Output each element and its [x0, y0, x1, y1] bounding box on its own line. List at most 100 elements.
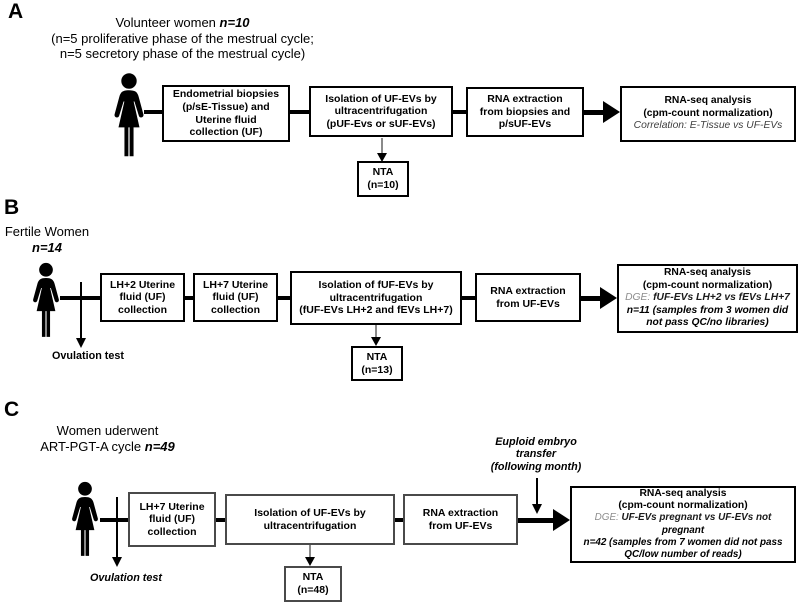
- dge-label: DGE:: [625, 292, 651, 304]
- rna-seq-box-a: RNA-seq analysis (cpm-count normalizatio…: [620, 86, 796, 142]
- box-line: fluid (UF): [148, 513, 196, 526]
- note-line: Euploid embryo: [495, 436, 577, 448]
- connector-line: [100, 518, 128, 522]
- lh7-collection-box-b: LH+7 Uterine fluid (UF) collection: [193, 273, 278, 322]
- endometrial-biopsies-box: Endometrial biopsies (p/sE-Tissue) and U…: [162, 85, 290, 142]
- box-line: collection (UF): [189, 126, 263, 139]
- down-arrow-to-nta-a: [376, 138, 388, 162]
- box-line: LH+7 Uterine: [202, 278, 269, 291]
- ovulation-test-label-c: Ovulation test: [90, 572, 162, 584]
- box-line: p/sUF-EVs: [498, 118, 552, 131]
- box-line: collection: [210, 303, 260, 316]
- sample-note: n=42 (samples from 7 women did not pass: [583, 536, 783, 548]
- box-line: RNA-seq analysis: [639, 487, 727, 499]
- box-line: Endometrial biopsies: [172, 88, 280, 101]
- fuf-ev-isolation-box-b: Isolation of fUF-EVs by ultracentrifugat…: [290, 271, 462, 325]
- panel-a-header-line2: (n=5 proliferative phase of the mestrual…: [51, 30, 314, 46]
- box-line: (n=13): [361, 363, 393, 376]
- box-line: ultracentrifugation: [263, 519, 357, 532]
- panel-c-cohort-line1: Women uderwent: [56, 423, 159, 438]
- box-line: from UF-EVs: [496, 297, 560, 310]
- box-line: (pUF-Evs or sUF-EVs): [326, 117, 436, 130]
- dge-label: DGE:: [594, 512, 619, 524]
- box-line: (fUF-EVs LH+2 and fEVs LH+7): [299, 304, 453, 317]
- panel-a-cohort: Volunteer women: [115, 15, 220, 30]
- panel-c-cohort-line2: ART-PGT-A cycle n=49: [25, 439, 190, 455]
- panel-b-header: Fertile Women n=14: [2, 224, 92, 255]
- woman-icon: [108, 72, 150, 160]
- dge-comparison: fUF-EVs LH+2 vs fEVs LH+7: [650, 292, 790, 304]
- euploid-transfer-arrow: [531, 478, 543, 514]
- uf-ev-isolation-box-a: Isolation of UF-EVs by ultracentrifugati…: [309, 86, 453, 137]
- box-line: (n=48): [297, 584, 329, 596]
- box-line: NTA: [302, 571, 324, 584]
- rna-extraction-box-b: RNA extraction from UF-EVs: [475, 273, 581, 322]
- box-line: RNA-seq analysis: [664, 95, 752, 107]
- sample-note: QC/low number of reads): [624, 548, 742, 560]
- box-line: (cpm-count normalization): [642, 279, 773, 291]
- ovulation-test-arrow-b: [75, 282, 87, 348]
- panel-a-header-line3: n=5 secretory phase of the mestrual cycl…: [59, 46, 306, 61]
- box-line: from biopsies and: [479, 105, 571, 118]
- dge-note: DGE: fUF-EVs LH+2 vs fEVs LH+7: [625, 292, 790, 305]
- box-line: fluid (UF): [212, 291, 259, 304]
- box-line: (p/sE-Tissue) and: [182, 100, 270, 113]
- connector-line: [395, 518, 403, 522]
- woman-icon: [66, 481, 104, 559]
- box-line: RNA extraction: [487, 93, 563, 106]
- box-line: (cpm-count normalization): [643, 107, 773, 119]
- box-line: from UF-EVs: [428, 519, 493, 532]
- box-line: ultracentrifugation: [329, 291, 423, 304]
- nta-box-c: NTA (n=48): [284, 566, 342, 602]
- box-line: RNA extraction: [422, 506, 499, 519]
- lh7-collection-box-c: LH+7 Uterine fluid (UF) collection: [128, 492, 216, 547]
- panel-c-header: Women uderwent ART-PGT-A cycle n=49: [25, 423, 190, 454]
- box-line: RNA extraction: [490, 284, 566, 297]
- sample-note: n=11 (samples from 3 women did: [626, 304, 789, 316]
- correlation-note: Correlation: E-Tissue vs UF-EVs: [633, 120, 783, 132]
- panel-a-label: A: [8, 0, 24, 23]
- nta-box-a: NTA (n=10): [357, 161, 409, 197]
- box-line: (n=10): [367, 179, 399, 191]
- thick-right-arrow-b: [581, 286, 617, 310]
- box-line: Isolation of UF-EVs by: [254, 506, 366, 519]
- note-line: (following month): [490, 460, 582, 473]
- box-line: (cpm-count normalization): [618, 500, 748, 512]
- dge-note: DGE: UF-EVs pregnant vs UF-EVs not: [595, 512, 772, 524]
- rna-seq-box-b: RNA-seq analysis (cpm-count normalizatio…: [617, 264, 798, 333]
- panel-a-n: n=10: [219, 15, 250, 30]
- connector-line: [453, 110, 467, 114]
- box-line: Uterine fluid: [195, 113, 257, 126]
- rna-extraction-box-a: RNA extraction from biopsies and p/sUF-E…: [466, 87, 584, 137]
- box-line: Isolation of fUF-EVs by: [318, 279, 434, 292]
- box-line: LH+7 Uterine: [139, 500, 205, 513]
- box-line: RNA-seq analysis: [664, 267, 751, 279]
- lh2-collection-box: LH+2 Uterine fluid (UF) collection: [100, 273, 185, 322]
- box-line: LH+2 Uterine: [109, 278, 176, 291]
- connector-line: [462, 296, 475, 300]
- panel-c-n: n=49: [144, 438, 175, 454]
- sample-note: not pass QC/no libraries): [646, 317, 769, 329]
- uf-ev-isolation-box-c: Isolation of UF-EVs by ultracentrifugati…: [225, 494, 395, 545]
- box-line: Isolation of UF-EVs by: [325, 92, 437, 105]
- connector-line: [185, 296, 193, 300]
- connector-line: [290, 110, 310, 114]
- rna-seq-box-c: RNA-seq analysis (cpm-count normalizatio…: [570, 486, 796, 563]
- euploid-transfer-note: Euploid embryo transfer (following month…: [475, 436, 597, 473]
- connector-line: [144, 110, 164, 114]
- woman-icon: [27, 262, 65, 340]
- panel-c-label: C: [4, 398, 20, 421]
- ovulation-test-arrow-c: [111, 497, 123, 567]
- box-line: collection: [117, 303, 167, 316]
- box-line: ultracentrifugation: [334, 105, 428, 118]
- connector-line: [216, 518, 225, 522]
- box-line: NTA: [366, 350, 388, 363]
- panel-b-label: B: [4, 196, 20, 219]
- down-arrow-to-nta-b: [370, 325, 382, 346]
- thick-right-arrow-a: [584, 100, 620, 124]
- thick-right-arrow-c: [518, 508, 570, 532]
- panel-a-header: Volunteer women n=10 (n=5 proliferative …: [10, 15, 355, 62]
- down-arrow-to-nta-c: [304, 545, 316, 566]
- rna-extraction-box-c: RNA extraction from UF-EVs: [403, 494, 518, 545]
